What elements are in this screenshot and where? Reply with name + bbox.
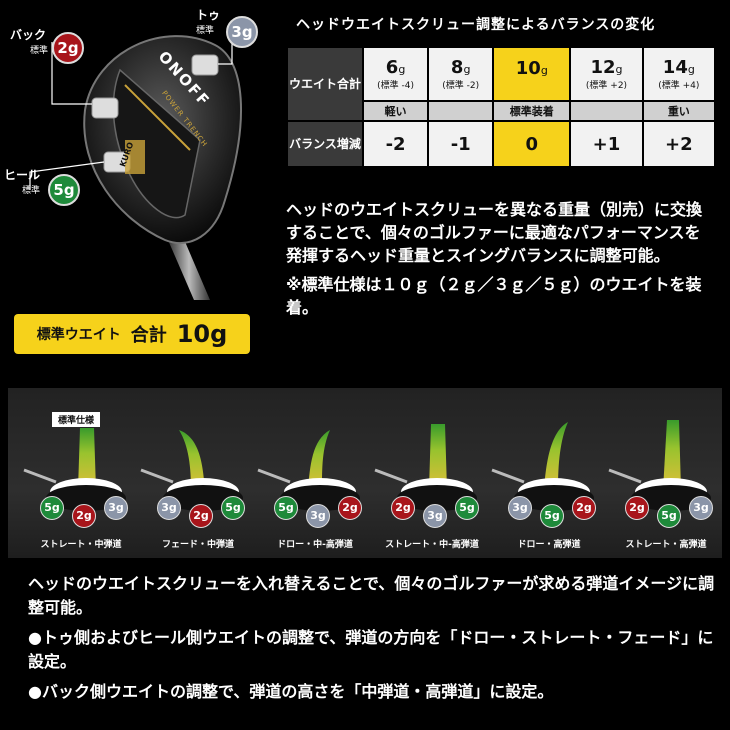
weight-back: 3g — [306, 504, 330, 528]
back-weight-label: バック 標準 — [10, 28, 49, 56]
weight-left: 3g — [157, 496, 181, 520]
weight-back: 5g — [657, 504, 681, 528]
trajectory-option: 2g 3g 5g ストレート・中-高弾道 — [373, 418, 491, 558]
weight-diff: (標準 +4) — [658, 81, 700, 91]
balance-cell: +1 — [569, 120, 644, 168]
trajectory-option: 5g 3g 2g ドロー・中-高弾道 — [256, 418, 374, 558]
weight-left: 5g — [40, 496, 64, 520]
weight-value: 10 — [515, 57, 541, 79]
heel-weight-label: ヒール 標準 — [4, 168, 41, 196]
weight-right: 2g — [338, 496, 362, 520]
trajectory-option: 5g 2g 3g ストレート・中弾道 — [22, 418, 140, 558]
note-cell — [427, 100, 495, 122]
trajectory-caption: ストレート・中弾道 — [40, 540, 122, 550]
trajectory-graphic — [374, 424, 477, 511]
balance-header: バランス増減 — [286, 120, 364, 168]
weight-description: ヘッドのウエイトスクリューを異なる重量（別売）に交換することで、個々のゴルファー… — [286, 198, 716, 319]
standard-weight-label: 標準ウエイト — [36, 327, 121, 343]
weight-back: 2g — [72, 504, 96, 528]
trajectory-caption: フェード・中弾道 — [161, 540, 234, 550]
weight-cell: 6g (標準 -4) — [361, 46, 430, 102]
trajectory-option: 3g 5g 2g ドロー・高弾道 — [490, 418, 608, 558]
trajectory-option: 2g 5g 3g ストレート・高弾道 — [607, 418, 725, 558]
weight-diff: (標準 -2) — [442, 81, 480, 91]
explanation-paragraph: ヘッドのウエイトスクリューを入れ替えることで、個々のゴルファーが求める弾道イメー… — [28, 574, 715, 617]
weight-value: 14 — [662, 57, 688, 78]
weight-unit: g — [615, 63, 623, 76]
weight-value: 6 — [385, 57, 399, 78]
weight-left: 2g — [391, 496, 415, 520]
weight-value: 12 — [590, 57, 616, 78]
toe-weight-badge: 3g — [226, 16, 258, 48]
note-cell: 軽い — [361, 100, 430, 122]
table-title: ヘッドウエイトスクリュー調整によるバランスの変化 — [296, 17, 656, 33]
weight-row: ウエイト合計 6g(標準 -4) 8g(標準 -2) 10g 12g(標準 +2… — [286, 46, 717, 122]
weight-right: 5g — [455, 496, 479, 520]
weight-header: ウエイト合計 — [286, 46, 364, 122]
total-value: 10g — [176, 320, 228, 348]
total-sum-label: 合計 — [130, 325, 167, 346]
bullet-direction: ●トゥ側およびヒール側ウエイトの調整で、弾道の方向を「ドロー・ストレート・フェー… — [28, 628, 714, 671]
club-illustration: バック 標準 2g トゥ 標準 3g ヒール 標準 5g ONOFF POWER… — [0, 0, 290, 310]
balance-table: ウエイト合計 6g(標準 -4) 8g(標準 -2) 10g 12g(標準 +2… — [286, 46, 717, 168]
weight-unit: g — [540, 63, 548, 77]
weight-back: 2g — [189, 504, 213, 528]
balance-cell: -1 — [427, 120, 495, 168]
note-row: 軽い 標準装着 重い — [287, 100, 717, 122]
weight-left: 5g — [274, 496, 298, 520]
weight-cell: 10g — [492, 46, 572, 102]
weight-cell: 12g (標準 +2) — [569, 46, 644, 102]
trajectory-graphic — [608, 420, 711, 511]
weight-right: 2g — [572, 496, 596, 520]
weight-diff — [494, 79, 569, 91]
standard-spec-tag: 標準仕様 — [52, 412, 101, 427]
trajectory-caption: ストレート・高弾道 — [625, 540, 707, 550]
standard-weight-total: 標準ウエイト 合計 10g — [14, 314, 250, 354]
adjustment-explanation: ヘッドのウエイトスクリューを入れ替えることで、個々のゴルファーが求める弾道イメー… — [28, 572, 718, 710]
weight-right: 5g — [221, 496, 245, 520]
trajectory-caption: ドロー・高弾道 — [517, 540, 581, 550]
driver-head-image — [29, 30, 243, 300]
weight-unit: g — [463, 63, 471, 76]
heel-weight-badge: 5g — [48, 174, 80, 206]
weight-value: 8 — [450, 57, 464, 78]
trajectory-caption: ストレート・中-高弾道 — [385, 540, 479, 550]
weight-left: 2g — [625, 496, 649, 520]
balance-cell: -2 — [361, 120, 430, 168]
note-cell: 標準装着 — [492, 100, 572, 122]
weight-unit: g — [398, 63, 406, 76]
weight-right: 3g — [689, 496, 713, 520]
balance-cell: +2 — [641, 120, 717, 168]
description-note: ※標準仕様は１０ｇ（２ｇ／３ｇ／５ｇ）のウエイトを装着。 — [286, 275, 702, 317]
toe-weight-label: トゥ 標準 — [196, 8, 221, 36]
trajectory-caption: ドロー・中-高弾道 — [277, 540, 353, 550]
back-weight-badge: 2g — [52, 32, 84, 64]
weight-diff: (標準 -4) — [377, 81, 414, 91]
note-cell: 重い — [641, 100, 717, 122]
weight-back: 5g — [540, 504, 564, 528]
weight-cell: 14g (標準 +4) — [641, 46, 717, 102]
weight-unit: g — [687, 63, 695, 76]
bullet-height: ●バック側ウエイトの調整で、弾道の高さを「中弾道・高弾道」に設定。 — [28, 682, 554, 701]
balance-row: バランス増減 -2 -1 0 +1 +2 — [286, 120, 717, 168]
description-paragraph: ヘッドのウエイトスクリューを異なる重量（別売）に交換することで、個々のゴルファー… — [286, 200, 703, 265]
balance-cell: 0 — [492, 120, 572, 168]
weight-diff: (標準 +2) — [585, 81, 628, 91]
note-cell — [569, 100, 644, 122]
weight-left: 3g — [508, 496, 532, 520]
trajectory-option: 3g 2g 5g フェード・中弾道 — [139, 418, 257, 558]
weight-right: 3g — [104, 496, 128, 520]
weight-cell: 8g (標準 -2) — [427, 46, 495, 102]
weight-back: 3g — [423, 504, 447, 528]
